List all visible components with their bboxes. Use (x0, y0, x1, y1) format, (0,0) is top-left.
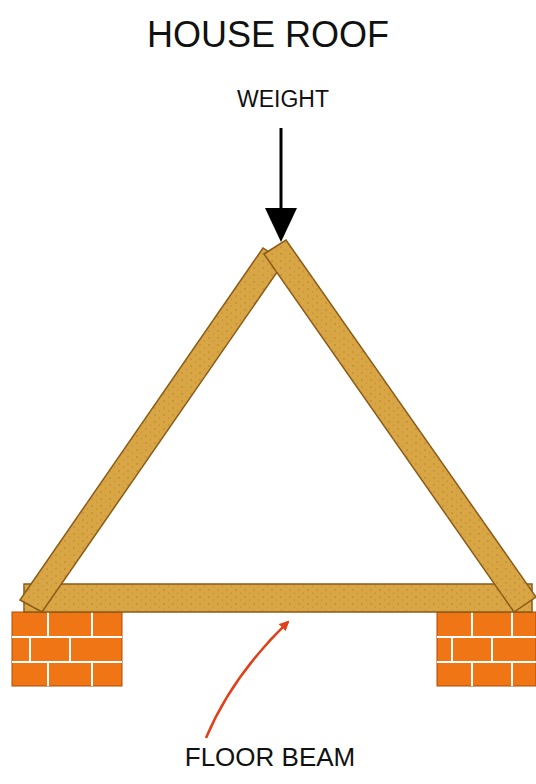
leader-line (206, 622, 288, 738)
diagram-title: HOUSE ROOF (0, 14, 536, 56)
brick-support (12, 612, 122, 686)
force-label: WEIGHT (163, 86, 403, 113)
brick-support (437, 612, 536, 686)
rafter (20, 248, 284, 612)
rafter (264, 240, 536, 612)
part-label: FLOOR BEAM (60, 742, 480, 773)
weight-arrow (265, 128, 297, 242)
floor-beam (24, 584, 532, 612)
